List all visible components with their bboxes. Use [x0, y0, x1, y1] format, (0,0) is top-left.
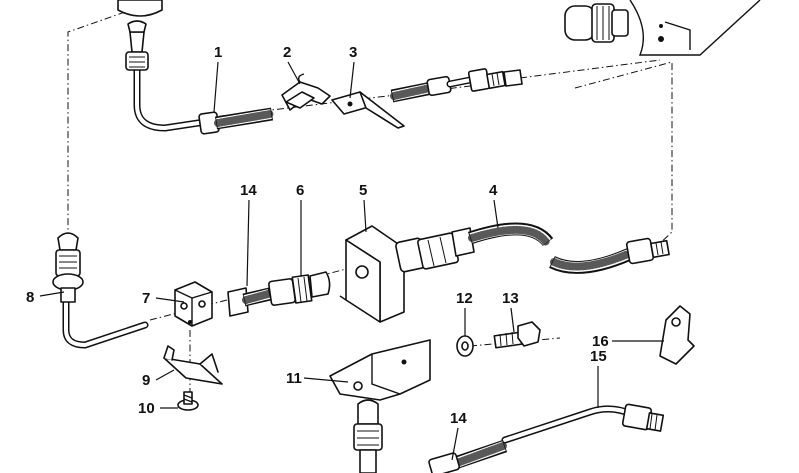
- callout-11: 11: [286, 370, 302, 387]
- part-1-brake-hose: [198, 107, 274, 135]
- callout-14-upper: 14: [240, 182, 257, 199]
- callout-7: 7: [142, 290, 150, 307]
- part-2-hose-clip: [281, 73, 331, 111]
- part-fitting-lower-left: [353, 399, 383, 473]
- part-3-bracket: [331, 91, 405, 129]
- part-6-union-nut: [268, 271, 331, 306]
- part-pipe-top-left: [125, 20, 209, 132]
- part-11-bracket: [329, 339, 431, 401]
- part-15-brake-pipe: [501, 403, 665, 444]
- callout-5: 5: [359, 182, 367, 199]
- callout-15: 15: [590, 348, 607, 365]
- part-4-brake-hose: [395, 222, 670, 274]
- callout-2: 2: [283, 44, 291, 61]
- callout-8: 8: [26, 289, 34, 306]
- part-fitting-top-right: [564, 0, 761, 56]
- callout-13: 13: [502, 290, 519, 307]
- part-hose-top-right: [390, 68, 523, 103]
- part-7-distributor: [174, 281, 213, 327]
- callout-labels: 1 2 3 4 5 6 7 8 9 10 11 12 13 14 14 15 1…: [26, 44, 609, 427]
- callout-16: 16: [592, 333, 609, 350]
- callout-1: 1: [214, 44, 222, 61]
- part-9-retaining-clip: [163, 345, 223, 385]
- callout-9: 9: [142, 372, 150, 389]
- part-8-brake-pipe: [52, 232, 149, 349]
- part-16-clip: [659, 305, 695, 365]
- callout-12: 12: [456, 290, 473, 307]
- part-14-brake-hose-upper: [227, 287, 272, 317]
- part-5-mounting-bracket: [339, 225, 405, 323]
- callout-3: 3: [349, 44, 357, 61]
- callout-10: 10: [138, 400, 155, 417]
- part-10-screw: [177, 391, 199, 411]
- callout-4: 4: [489, 182, 498, 199]
- callout-14-lower: 14: [450, 410, 467, 427]
- reservoir-cap: [117, 0, 163, 17]
- callout-6: 6: [296, 182, 304, 199]
- assembly-guide-lines: [67, 11, 673, 396]
- part-14-brake-hose-lower: [428, 439, 508, 473]
- part-13-bolt: [493, 321, 541, 349]
- part-12-washer: [456, 335, 474, 357]
- leader-lines: [39, 61, 664, 461]
